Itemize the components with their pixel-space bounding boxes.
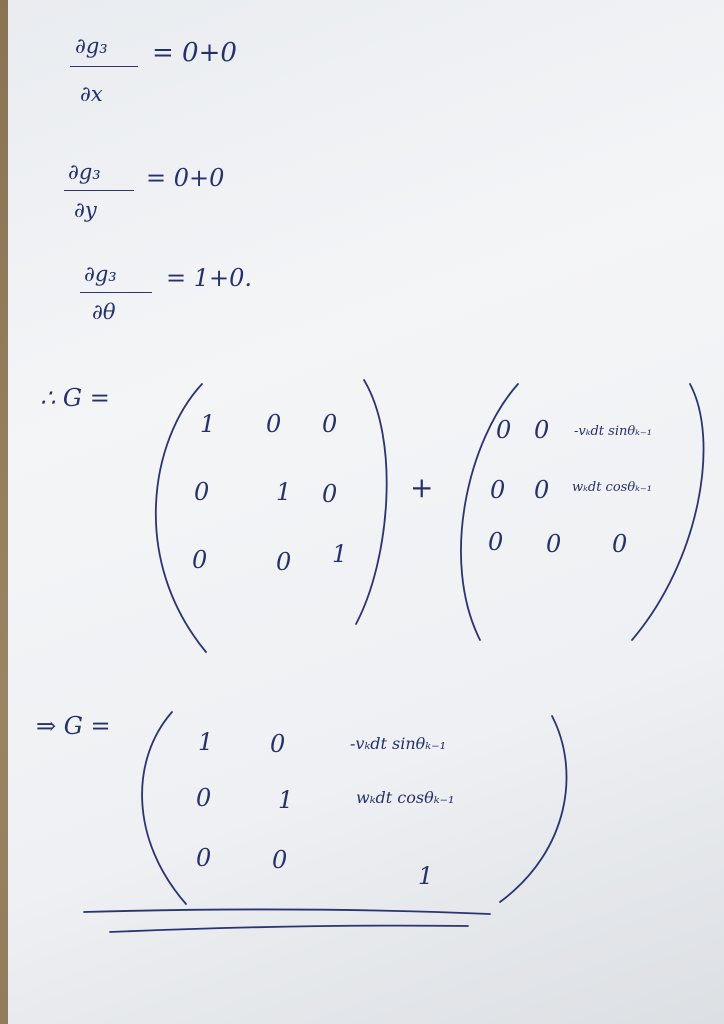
double-underline [83, 908, 491, 915]
matrix-cell: 0 [546, 530, 562, 558]
plus-sign: + [410, 471, 434, 504]
double-underline [109, 924, 469, 933]
matrix-cell: 1 [276, 478, 292, 506]
matrix-cell: 0 [612, 530, 628, 558]
right-bracket [355, 379, 388, 625]
fraction-bar [70, 66, 138, 67]
equation-prefix: ∴ G = [40, 384, 110, 412]
matrix-cell: 0 [534, 416, 550, 444]
matrix-cell: 0 [196, 784, 212, 812]
matrix-cell: 1 [418, 862, 434, 890]
right-bracket [631, 383, 705, 641]
matrix-cell: 0 [322, 480, 338, 508]
derivative-numerator: ∂g₃ [84, 262, 117, 286]
matrix-cell: 0 [194, 478, 210, 506]
matrix-cell: 1 [332, 540, 348, 568]
derivative-rhs: = 1+0. [166, 264, 253, 292]
matrix-cell: 0 [266, 410, 282, 438]
fraction-bar [80, 292, 152, 293]
right-bracket [499, 715, 568, 903]
left-bracket [141, 711, 187, 905]
matrix-cell: 0 [534, 476, 550, 504]
matrix-cell: 0 [272, 846, 288, 874]
derivative-rhs: = 0+0 [152, 38, 237, 68]
left-bracket [460, 383, 519, 641]
derivative-denominator: ∂θ [92, 300, 116, 324]
derivative-numerator: ∂g₃ [75, 34, 108, 58]
matrix-cell: 0 [490, 476, 506, 504]
left-bracket [155, 383, 207, 653]
equation-prefix: ⇒ G = [36, 712, 111, 740]
matrix-cell: 1 [198, 728, 214, 756]
matrix-cell: 1 [200, 410, 216, 438]
matrix-cell: 0 [322, 410, 338, 438]
matrix-cell: 1 [278, 786, 294, 814]
matrix-cell: 0 [270, 730, 286, 758]
matrix-cell: -vₖdt sinθₖ₋₁ [350, 734, 446, 753]
matrix-cell: 0 [496, 416, 512, 444]
matrix-cell: wₖdt cosθₖ₋₁ [572, 480, 652, 495]
matrix-cell: 0 [196, 844, 212, 872]
derivative-denominator: ∂x [80, 82, 103, 106]
matrix-cell: 0 [276, 548, 292, 576]
fraction-bar [64, 190, 134, 191]
matrix-cell: -vₖdt sinθₖ₋₁ [574, 424, 652, 439]
paper-sheet [8, 0, 724, 1024]
matrix-cell: wₖdt cosθₖ₋₁ [356, 788, 455, 807]
matrix-cell: 0 [488, 528, 504, 556]
matrix-cell: 0 [192, 546, 208, 574]
derivative-denominator: ∂y [74, 198, 97, 222]
derivative-rhs: = 0+0 [146, 164, 225, 192]
derivative-numerator: ∂g₃ [68, 160, 101, 184]
